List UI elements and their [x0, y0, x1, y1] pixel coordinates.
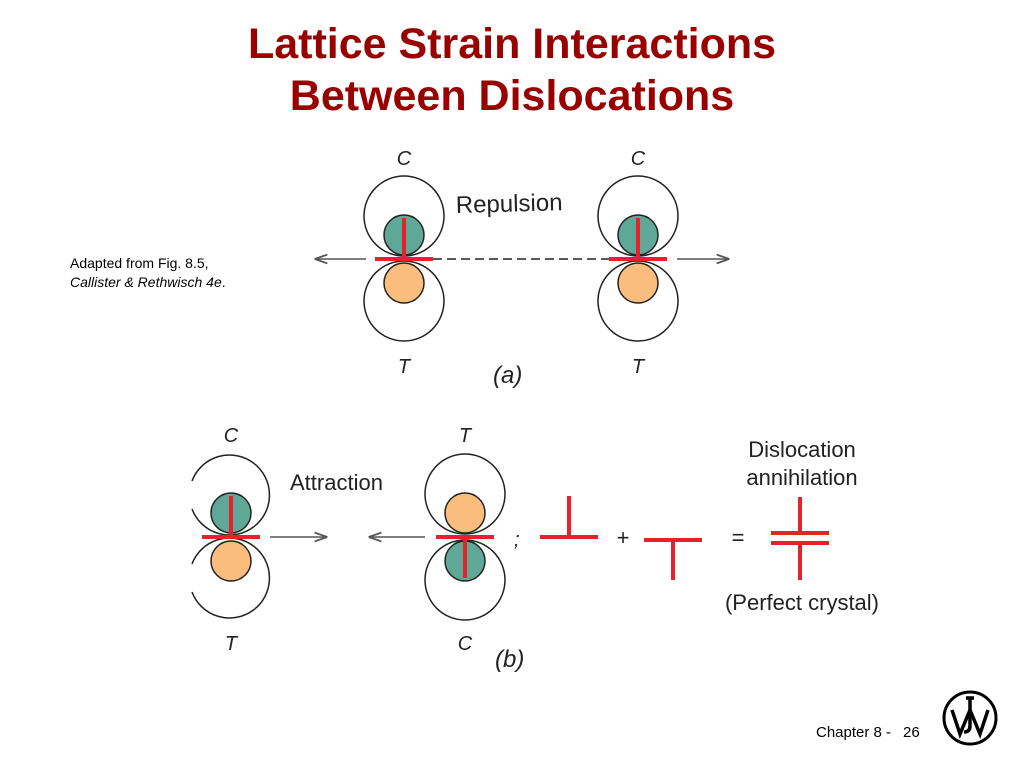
panel-a-bottom-label-right: T [632, 356, 646, 378]
annihilation-label-line2: annihilation [746, 465, 857, 490]
tension-region [617, 262, 659, 304]
chapter-label: Chapter 8 - [816, 724, 892, 741]
citation-source: Callister & Rethwisch 4e [70, 274, 222, 290]
tension-region [210, 540, 252, 582]
panel-b-bottom-label-right: C [458, 633, 473, 655]
panel-a-left-dislocation [363, 175, 445, 342]
attraction-label: Attraction [290, 470, 383, 495]
slide-title: Lattice Strain Interactions Between Disl… [0, 18, 1024, 122]
panel-a-label: (a) [493, 362, 522, 389]
tension-region [444, 492, 486, 534]
panel-b-label: (b) [495, 646, 524, 673]
annihilation-label-line1: Dislocation [748, 437, 856, 462]
panel-a: C C T T Repulsion (a) [316, 148, 728, 389]
panel-b-top-label-left: C [224, 425, 239, 447]
panel-a-bottom-label-left: T [398, 356, 412, 378]
figure-citation: Adapted from Fig. 8.5, Callister & Rethw… [70, 254, 226, 292]
annihilated-dislocation-symbol [771, 497, 829, 580]
title-line-2: Between Dislocations [289, 72, 735, 120]
panel-a-top-label-left: C [397, 148, 412, 170]
perfect-crystal-caption: (Perfect crystal) [725, 590, 879, 615]
positive-edge-dislocation-symbol [540, 496, 598, 539]
panel-a-right-dislocation [597, 175, 679, 342]
panel-b-bottom-label-left: T [225, 633, 239, 655]
panel-b-top-label-right: T [459, 425, 473, 447]
panel-b-left-dislocation [191, 454, 271, 619]
page-number: 26 [903, 724, 920, 741]
publisher-logo-icon [942, 690, 998, 746]
separator-semicolon: ; [514, 529, 520, 551]
title-line-1: Lattice Strain Interactions [247, 20, 777, 68]
equals-sign: = [732, 525, 745, 550]
panel-a-top-label-right: C [631, 148, 646, 170]
citation-prefix: Adapted from Fig. 8.5, [70, 255, 209, 271]
repulsion-label: Repulsion [455, 189, 562, 219]
tension-region [383, 262, 425, 304]
slide-footer: Chapter 8 - 26 [816, 724, 920, 741]
panel-b: C T T C Attraction (b) ; + = Dislocation… [191, 425, 879, 673]
plus-sign: + [617, 525, 630, 550]
citation-suffix: . [221, 274, 226, 290]
panel-b-right-dislocation [424, 453, 506, 621]
negative-edge-dislocation-symbol [644, 538, 702, 580]
